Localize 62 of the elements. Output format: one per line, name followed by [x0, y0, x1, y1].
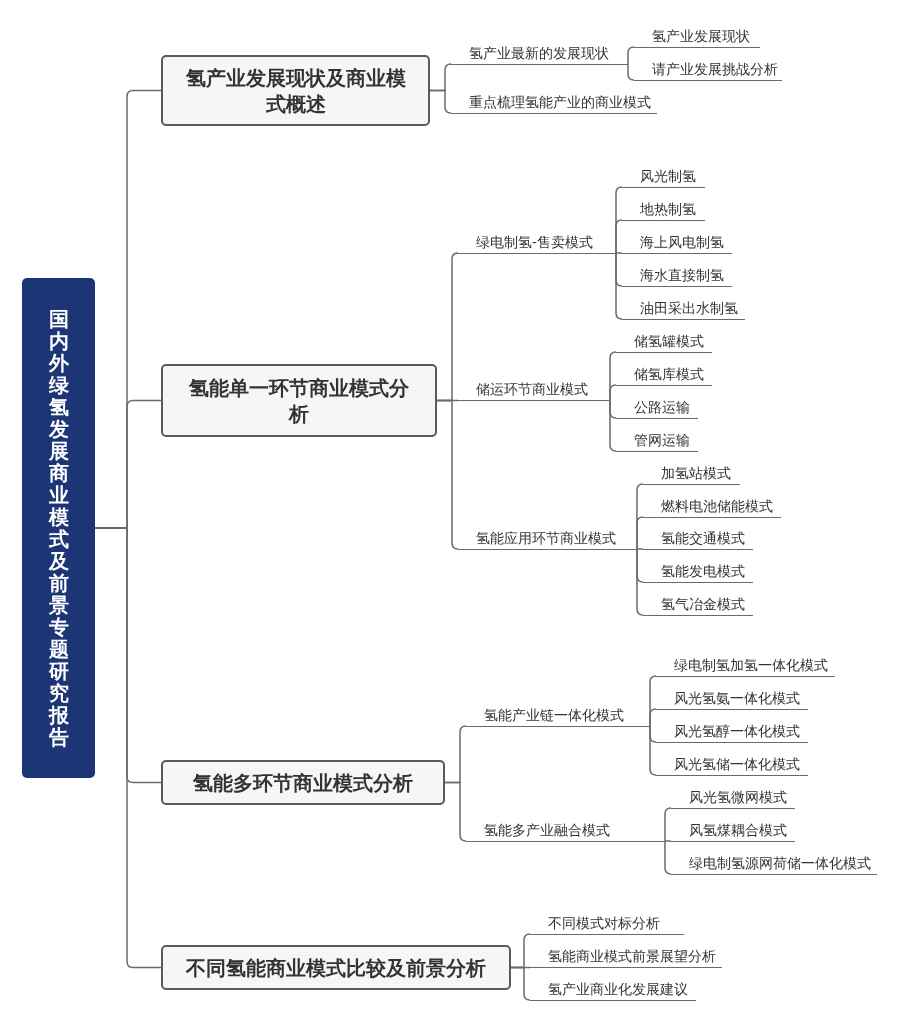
branch-label: 风氢煤耦合模式 [671, 819, 795, 842]
branch-label: 风光氢储一体化模式 [656, 753, 808, 776]
connector-line [664, 840, 672, 875]
branch-label: 储运环节商业模式 [458, 379, 610, 402]
topic-box [161, 945, 511, 990]
topic-title: 氢能多环节商业模式分析 [193, 769, 413, 796]
connector-line [615, 252, 623, 320]
branch-label: 海上风电制氢 [622, 231, 732, 254]
branch-label: 管网运输 [616, 429, 698, 452]
branch-label: 氢气冶金模式 [643, 593, 753, 616]
branch-label: 绿电制氢-售卖模式 [458, 231, 616, 254]
connector-line [609, 399, 617, 452]
branch-label: 地热制氢 [622, 198, 705, 221]
connector-line [615, 252, 623, 254]
branch-label: 氢产业商业化发展建议 [530, 978, 696, 1001]
branch-label: 加氢站模式 [643, 462, 740, 485]
connector-line [429, 89, 452, 114]
branch-label: 绿电制氢源网荷储一体化模式 [671, 852, 877, 875]
connector-line [615, 219, 623, 254]
connector-line [649, 708, 657, 727]
connector-line [627, 46, 635, 65]
connector-line [510, 966, 531, 1001]
branch-label: 氢能交通模式 [643, 527, 753, 550]
branch-label: 储氢库模式 [616, 363, 712, 386]
branch-label: 氢能产业链一体化模式 [466, 704, 650, 727]
branch-label: 绿电制氢加氢一体化模式 [656, 654, 835, 677]
connector-line [636, 516, 644, 550]
branch-label: 风光氢微网模式 [671, 786, 795, 809]
topic-title: 不同氢能商业模式比较及前景分析 [186, 954, 486, 981]
connector-line [444, 781, 467, 842]
connector-line [609, 384, 617, 402]
central-topic-box [22, 278, 95, 778]
branch-label: 风光氢醇一体化模式 [656, 720, 808, 743]
connector-line [664, 807, 672, 842]
topic-box [161, 55, 430, 126]
branch-label: 储氢罐模式 [616, 330, 712, 353]
topic-box [161, 760, 445, 805]
branch-label: 氢能多产业融合模式 [466, 819, 665, 842]
connector-line [636, 548, 644, 616]
branch-label: 氢能应用环节商业模式 [458, 527, 637, 550]
connector-line [649, 725, 657, 776]
branch-label: 氢产业发展现状 [634, 25, 760, 48]
branch-label: 请产业发展挑战分析 [634, 58, 782, 81]
branch-label: 氢能发电模式 [643, 560, 753, 583]
connector-line [664, 840, 672, 842]
connector-line [436, 399, 459, 550]
branch-label: 海水直接制氢 [622, 264, 732, 287]
branch-label: 不同模式对标分析 [530, 912, 684, 935]
branch-label: 风光制氢 [622, 165, 705, 188]
branch-label: 氢能商业模式前景展望分析 [530, 946, 722, 969]
branch-label: 氢产业最新的发展现状 [451, 42, 628, 65]
branch-label: 油田采出水制氢 [622, 297, 745, 320]
connector-line [627, 63, 635, 81]
branch-label: 燃料电池储能模式 [643, 495, 781, 518]
central-topic-title: 国内外绿氢发展商业模式及前景专题研究报告 [48, 308, 69, 748]
branch-label: 风光氢氨一体化模式 [656, 687, 808, 710]
topic-box [161, 364, 437, 437]
topic-title: 氢能单一环节商业模式分析 [188, 374, 410, 427]
connector-line [636, 548, 644, 550]
topic-title: 氢产业发展现状及商业模式概述 [184, 64, 407, 117]
branch-label: 重点梳理氢能产业的商业模式 [451, 91, 657, 114]
branch-label: 公路运输 [616, 396, 698, 419]
